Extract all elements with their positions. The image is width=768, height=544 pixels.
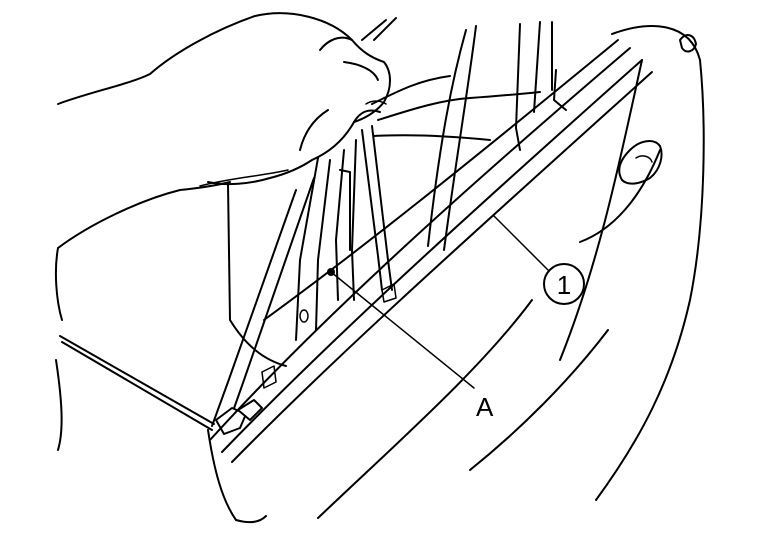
callout-a: A — [327, 268, 494, 422]
hand-illustration — [57, 12, 391, 187]
callout-a-label: A — [476, 392, 494, 422]
door-frame — [54, 17, 705, 524]
callout-1-label: 1 — [557, 270, 571, 300]
callout-1-circle — [543, 263, 585, 305]
callout-1: 1 — [493, 215, 585, 305]
